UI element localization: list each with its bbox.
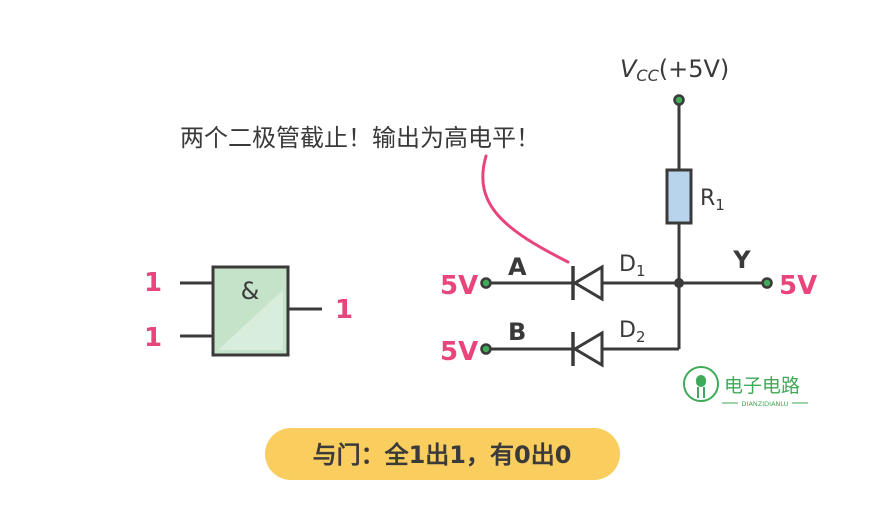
watermark-title: 电子电路 xyxy=(724,375,800,397)
output-y-terminal xyxy=(761,277,773,289)
input-b-label: B xyxy=(508,318,526,346)
input-b-value: 5V xyxy=(440,337,478,367)
input-a-label: A xyxy=(508,253,527,281)
diode-d1-label: D1 xyxy=(619,252,646,280)
watermark-subtitle: DIANZIDIANLU xyxy=(742,400,789,408)
input-a-terminal xyxy=(480,277,492,289)
diode-d2 xyxy=(571,330,604,368)
vcc-terminal xyxy=(673,94,685,106)
and-gate-symbol: & 1 1 1 xyxy=(144,265,353,357)
caption-pill xyxy=(265,428,620,480)
diode-d1-triangle xyxy=(572,264,604,302)
input-a-value: 5V xyxy=(440,271,478,301)
watermark-logo: 电子电路 DIANZIDIANLU xyxy=(683,366,808,408)
resistor-r1 xyxy=(665,168,693,225)
annotation-text: 两个二极管截止！输出为高电平！ xyxy=(180,124,540,152)
diode-d1 xyxy=(571,264,604,302)
resistor-label: R1 xyxy=(700,186,725,214)
bulb-glass xyxy=(696,375,706,387)
caption-text: 与门：全1出1，有0出0 xyxy=(313,441,572,469)
junction-dot xyxy=(674,278,684,288)
output-value: 5V xyxy=(779,271,817,301)
gate-input-1-value: 1 xyxy=(144,268,162,298)
gate-symbol: & xyxy=(241,277,260,305)
input-b-terminal xyxy=(480,343,492,355)
gate-output-value: 1 xyxy=(335,295,353,325)
output-y-label: Y xyxy=(732,246,751,274)
terminals xyxy=(480,94,773,355)
diode-d2-label: D2 xyxy=(619,318,646,346)
bulb-icon xyxy=(683,366,719,402)
and-gate-box xyxy=(211,265,290,357)
diode-d2-triangle xyxy=(572,330,604,368)
vcc-label: VCC(+5V) xyxy=(620,55,729,85)
annotation-pointer xyxy=(481,154,570,264)
gate-highlight xyxy=(218,290,283,350)
gate-input-2-value: 1 xyxy=(144,323,162,353)
